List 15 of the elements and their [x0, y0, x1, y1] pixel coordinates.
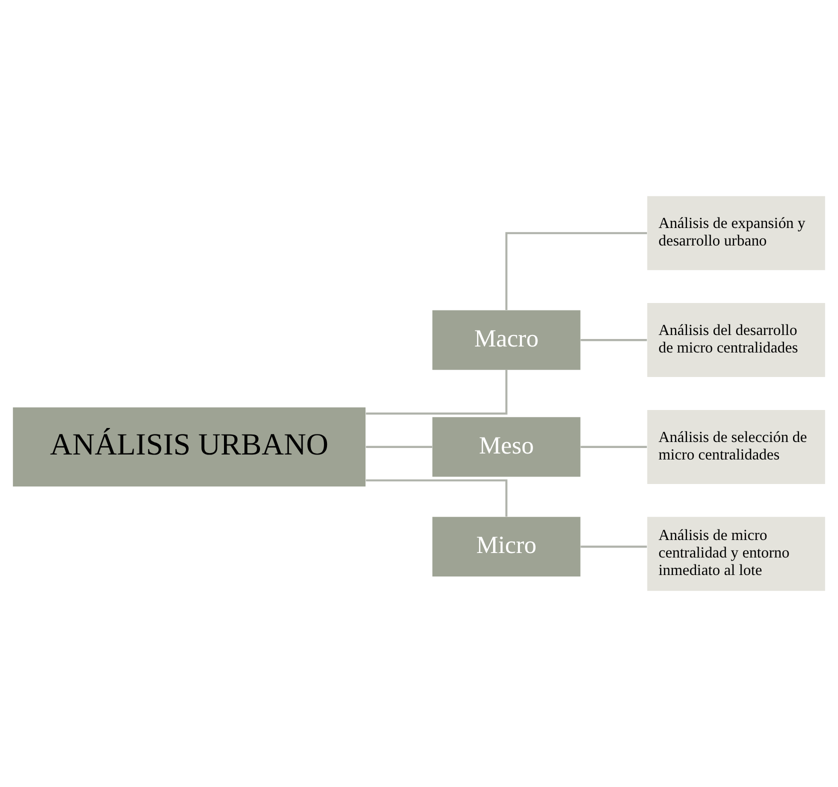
- node-box: Micro: [432, 516, 580, 576]
- connector: [366, 446, 432, 448]
- node-box: Análisis de micro centralidad y entorno inmediato al lote: [647, 516, 826, 591]
- connector: [366, 479, 508, 517]
- node-box: Análisis del desarrollo de micro centralidades: [647, 303, 826, 378]
- node-box: ANÁLISIS URBANO: [12, 407, 366, 487]
- connector: [580, 339, 647, 342]
- node-box: Meso: [432, 417, 580, 477]
- connector: [366, 370, 508, 415]
- connector: [505, 232, 647, 310]
- connector: [580, 446, 647, 448]
- node-box: Análisis de selección de micro centralidades: [647, 410, 826, 484]
- node-box: Análisis de expansión y desarrollo urbano: [647, 196, 826, 270]
- node-box: Macro: [432, 310, 580, 370]
- connector: [580, 546, 647, 548]
